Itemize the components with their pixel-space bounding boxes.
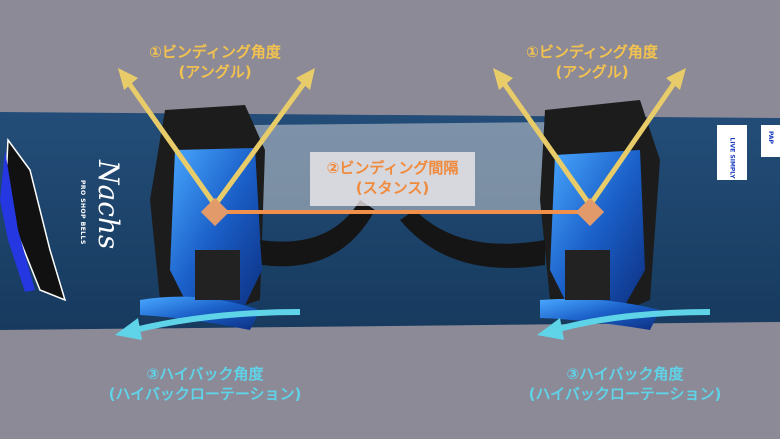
label-line: ③ハイバック角度	[146, 365, 264, 383]
angle-label-left: ①ビンディング角度 (アングル)	[110, 42, 320, 82]
highback-label-right: ③ハイバック角度 (ハイバックローテーション)	[500, 364, 750, 404]
stance-label-bg	[310, 152, 475, 206]
label-line: ①ビンディング角度	[149, 43, 281, 61]
brand-text: PRO SHOP BELLS	[79, 180, 86, 245]
angle-label-right: ①ビンディング角度 (アングル)	[487, 42, 697, 82]
label-line: (ハイバックローテーション)	[528, 385, 722, 403]
label-line: (アングル)	[555, 63, 629, 81]
sticker-live-simply: LIVE SIMPLY	[717, 125, 747, 180]
stance-label: ②ビンディング間隔 (スタンス)	[300, 158, 485, 198]
sticker-pap: PAP	[761, 125, 780, 157]
highback-label-left: ③ハイバック角度 (ハイバックローテーション)	[80, 364, 330, 404]
angle-arrows-right	[493, 68, 686, 207]
highback-arrow-right	[537, 309, 711, 340]
label-line: ①ビンディング角度	[526, 43, 658, 61]
label-line: (ハイバックローテーション)	[108, 385, 302, 403]
fish-logo	[0, 137, 67, 302]
label-line: ②ビンディング間隔	[326, 159, 459, 177]
right-disc-center	[575, 197, 605, 227]
angle-arrows-left	[118, 68, 315, 207]
highback-arrow-left	[115, 309, 301, 340]
sticker-text: PAP	[767, 131, 774, 144]
label-line: (スタンス)	[355, 179, 430, 197]
sticker-text: LIVE SIMPLY	[728, 137, 736, 179]
label-line: (アングル)	[178, 63, 252, 81]
label-line: ③ハイバック角度	[566, 365, 684, 383]
model-text: Nachs	[92, 160, 125, 250]
